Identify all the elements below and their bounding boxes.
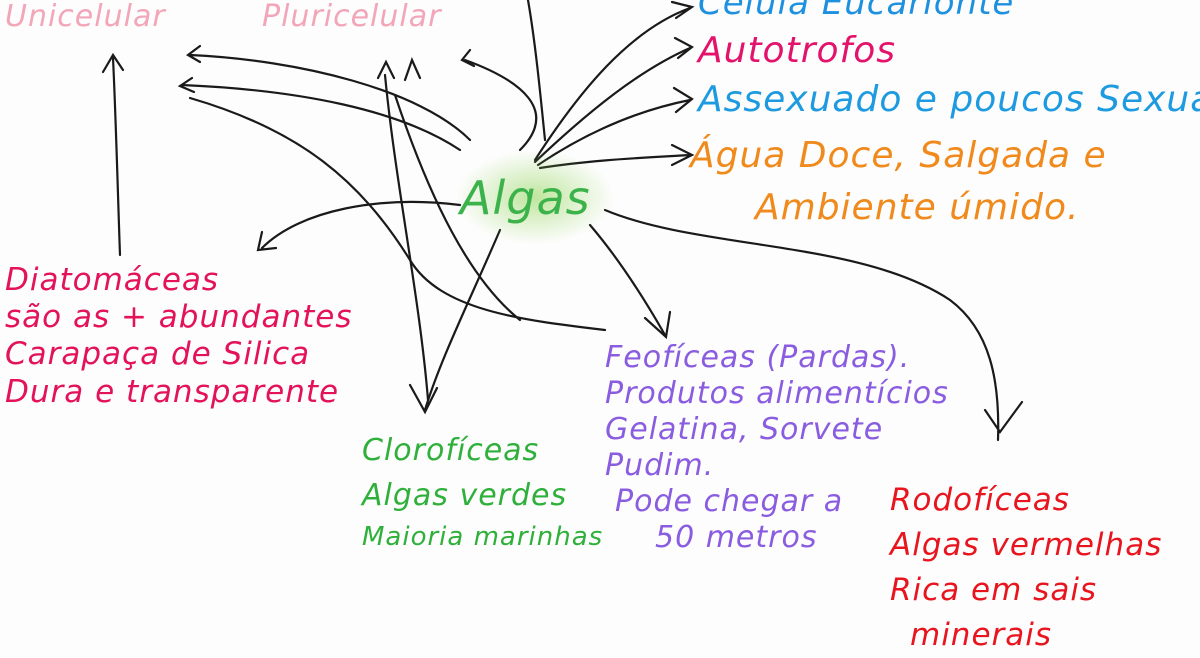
group-clorofíceas: Clorofíceas Algas verdes Maioria marinha… xyxy=(362,428,603,557)
arrow-to-feofíceas xyxy=(588,223,672,340)
group-line: Algas vermelhas xyxy=(890,526,1163,563)
node-autotrofos: Autotrofos xyxy=(698,30,896,71)
group-line: Dura e transparente xyxy=(5,373,340,410)
group-line: Carapaça de Silica xyxy=(5,336,311,373)
group-line: Diatomáceas xyxy=(5,262,220,298)
arrow-to-celula xyxy=(533,0,695,162)
group-diatomaceas: Diatomáceas são as + abundantes Carapaça… xyxy=(5,262,352,411)
arrow-to-rodofíceas xyxy=(603,208,1024,442)
arrow-to-diatomaceas xyxy=(256,200,462,252)
group-line: minerais xyxy=(910,616,1053,653)
group-line: Clorofíceas xyxy=(362,433,540,468)
arrow-to-autotrofos xyxy=(533,36,695,164)
group-line: Maioria marinhas xyxy=(362,522,604,552)
group-line: Produtos alimentícios xyxy=(605,376,949,411)
node-agua-line-1: Água Doce, Salgada e xyxy=(690,135,1107,176)
group-line: Algas verdes xyxy=(362,478,568,513)
arrow-to-pluricelular-3 xyxy=(460,48,538,152)
node-celula-eucarionte: Célula Eucarionte xyxy=(698,0,1015,23)
node-agua-line-2: Ambiente úmido. xyxy=(755,187,1080,228)
arrow-to-unicelular xyxy=(101,52,125,257)
group-line: Gelatina, Sorvete xyxy=(605,412,884,447)
arrow-pluricelular-up xyxy=(376,57,422,82)
arrow-to-pluricelular-1 xyxy=(186,44,472,142)
node-assexuado: Assexuado e poucos Sexuado xyxy=(698,79,1200,120)
group-feofíceas: Feofíceas (Pardas). Produtos alimentício… xyxy=(605,340,949,556)
node-pluricelular: Pluricelular xyxy=(262,0,442,34)
arrow-up-center xyxy=(526,0,547,142)
group-line: Feofíceas (Pardas). xyxy=(605,340,911,375)
node-unicelular: Unicelular xyxy=(5,0,166,34)
arrow-to-clorofíceas-1 xyxy=(408,228,502,415)
arrow-to-pluricelular-2 xyxy=(177,76,462,152)
arrow-crossing-2 xyxy=(393,93,522,322)
center-highlight xyxy=(455,150,615,245)
group-line: Rica em sais xyxy=(890,571,1098,608)
group-rodofíceas: Rodofíceas Algas vermelhas Rica em sais … xyxy=(890,478,1162,658)
arrow-crossing-1 xyxy=(188,96,607,332)
group-line: Pode chegar a xyxy=(615,484,844,519)
group-line: Rodofíceas xyxy=(890,482,1070,518)
group-line: Pudim. xyxy=(605,448,715,483)
arrow-from-pluricelular-down xyxy=(383,73,430,402)
group-line: são as + abundantes xyxy=(5,299,353,336)
center-node: Algas xyxy=(460,171,591,225)
group-line: 50 metros xyxy=(655,520,818,555)
connector-arrows xyxy=(101,0,1024,442)
